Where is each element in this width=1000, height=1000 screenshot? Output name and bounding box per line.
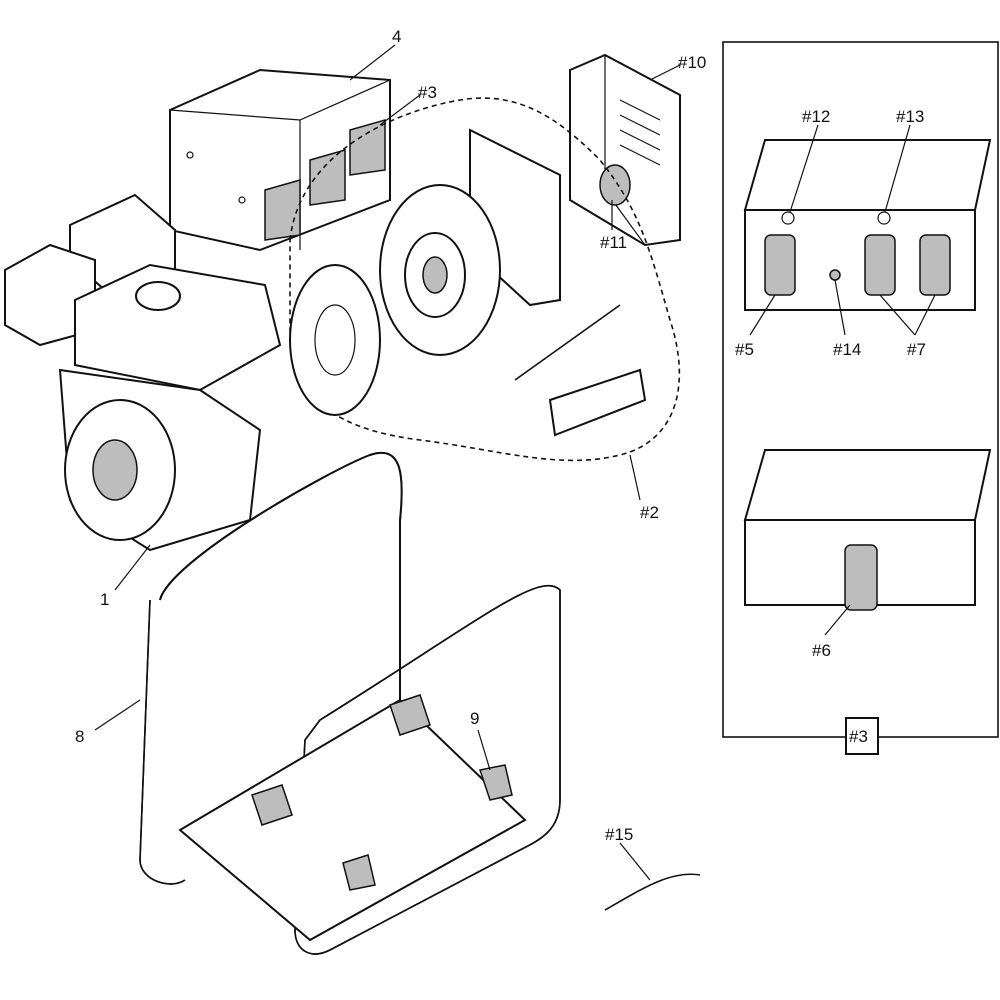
label-socket-5: #5 — [735, 340, 754, 359]
alternator-group-outline — [289, 97, 681, 462]
frame-part — [139, 451, 561, 955]
label-alternator-group: #2 — [640, 503, 659, 522]
label-frame: 8 — [75, 727, 84, 746]
inset-box-top — [743, 139, 992, 311]
label-mounts: 9 — [470, 709, 479, 728]
engine-part — [4, 193, 282, 552]
label-sockets-7: #7 — [907, 340, 926, 359]
label-socket-box-ref: #3 — [418, 83, 437, 102]
label-socket-6: #6 — [812, 641, 831, 660]
leader-lines — [94, 44, 936, 881]
ground-cable-part — [604, 873, 701, 911]
label-ground-cable: #15 — [605, 825, 633, 844]
alternator-cover-part — [569, 53, 681, 247]
inset-caption-box — [845, 717, 879, 755]
label-alternator-cover: #10 — [678, 53, 706, 72]
label-part-12: #12 — [802, 107, 830, 126]
label-socket-box: 4 — [392, 27, 401, 46]
label-part-14: #14 — [833, 340, 861, 359]
label-engine: 1 — [100, 590, 109, 609]
alternator-part — [289, 128, 647, 437]
socket-box-part — [169, 68, 391, 252]
label-inset-caption: #3 — [849, 727, 868, 746]
label-part-13: #13 — [896, 107, 924, 126]
inset-box-bottom — [743, 449, 992, 611]
label-part-11: #11 — [600, 233, 627, 252]
